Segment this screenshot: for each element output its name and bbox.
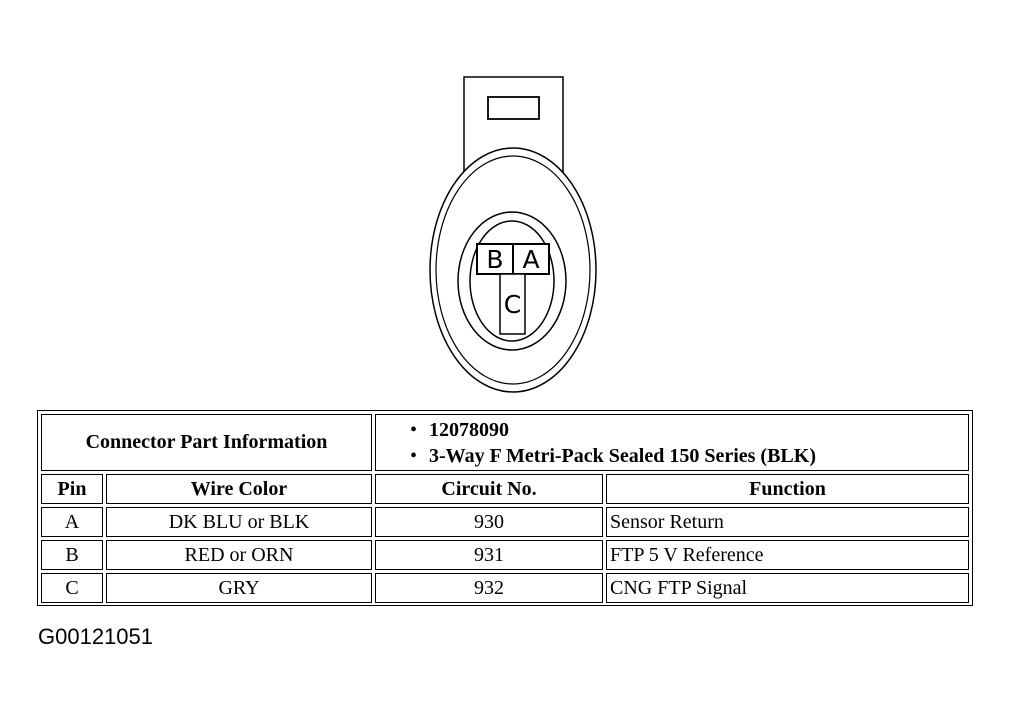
row-a-wire-color: DK BLU or BLK — [106, 507, 372, 537]
figure-id: G00121051 — [38, 624, 153, 649]
pin-label-a: A — [522, 245, 539, 274]
row-a-circuit: 930 — [375, 507, 603, 537]
part-info-details: 12078090 3-Way F Metri-Pack Sealed 150 S… — [375, 414, 969, 471]
pin-label-c: C — [504, 290, 521, 319]
row-a-pin: A — [41, 507, 103, 537]
pin-cavity-c — [499, 273, 526, 335]
row-b-circuit: 931 — [375, 540, 603, 570]
connector-pin-face — [469, 220, 555, 342]
header-pin: Pin — [41, 474, 103, 504]
row-a-function: Sensor Return — [606, 507, 969, 537]
connector-face-diagram: B A C — [429, 76, 597, 393]
connector-description: 3-Way F Metri-Pack Sealed 150 Series (BL… — [410, 443, 816, 469]
connector-lock-window — [487, 96, 540, 120]
row-b-function: FTP 5 V Reference — [606, 540, 969, 570]
header-circuit-no: Circuit No. — [375, 474, 603, 504]
row-c-function: CNG FTP Signal — [606, 573, 969, 603]
part-info-label: Connector Part Information — [41, 414, 372, 471]
row-c-circuit: 932 — [375, 573, 603, 603]
pin-cavity-a — [512, 243, 550, 275]
row-b-pin: B — [41, 540, 103, 570]
pin-label-b: B — [486, 245, 503, 274]
row-c-wire-color: GRY — [106, 573, 372, 603]
header-wire-color: Wire Color — [106, 474, 372, 504]
row-b-wire-color: RED or ORN — [106, 540, 372, 570]
connector-outer-shell-inner — [435, 155, 591, 385]
connector-info-table: Connector Part Information 12078090 3-Wa… — [37, 410, 973, 606]
part-number: 12078090 — [410, 417, 509, 443]
row-c-pin: C — [41, 573, 103, 603]
header-function: Function — [606, 474, 969, 504]
connector-seal-ring — [457, 211, 567, 351]
